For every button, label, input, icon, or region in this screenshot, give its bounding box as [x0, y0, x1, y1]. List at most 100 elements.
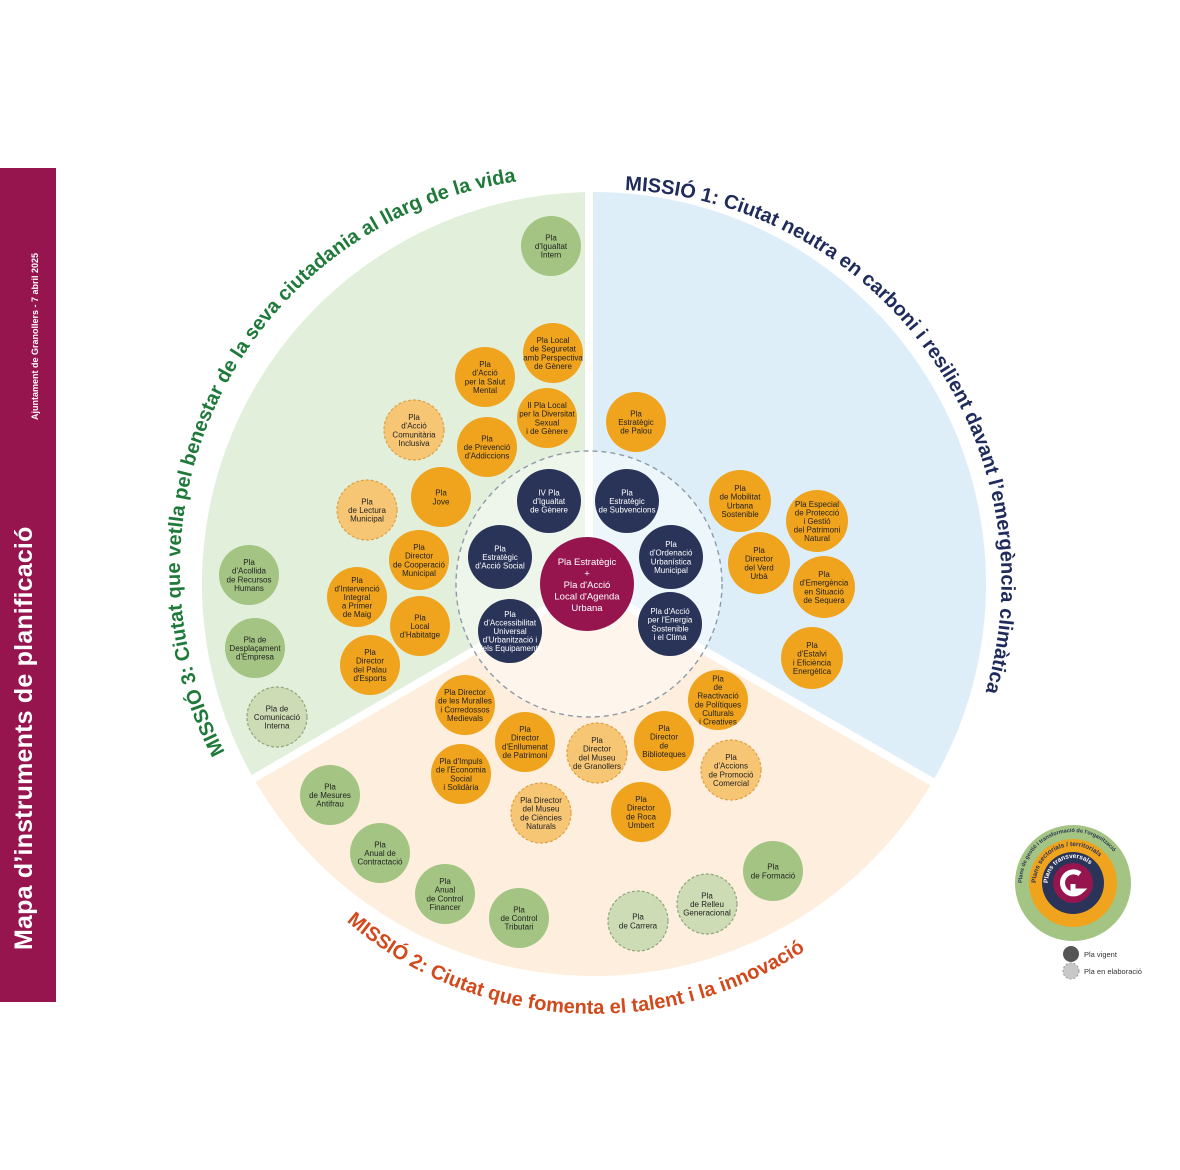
plan-circle — [709, 470, 771, 532]
plan-circle — [517, 469, 581, 533]
granollers-logo-icon — [1060, 869, 1088, 897]
legend-elaboracio-label: Pla en elaboració — [1084, 967, 1142, 976]
plan-circle — [246, 686, 308, 748]
plan-circle — [383, 399, 445, 461]
plan-circle — [634, 711, 694, 771]
plan-circle — [455, 347, 515, 407]
plan-circle — [390, 596, 450, 656]
plan-circle — [611, 782, 671, 842]
plan-circle — [225, 618, 285, 678]
plan-circle — [700, 739, 762, 801]
legend-center — [1053, 863, 1093, 903]
plan-circle — [468, 525, 532, 589]
plan-circle — [786, 490, 848, 552]
legend-elaboracio-swatch — [1062, 962, 1080, 980]
plan-circle — [793, 556, 855, 618]
plan-circle — [431, 744, 491, 804]
plan-circle — [415, 864, 475, 924]
plan-circle — [510, 782, 572, 844]
plan-circle — [435, 675, 495, 735]
plan-circle — [340, 635, 400, 695]
plan-circle — [606, 392, 666, 452]
plan-circle — [327, 567, 387, 627]
plan-circle — [781, 627, 843, 689]
sidebar-band — [0, 168, 56, 1002]
plan-circle — [728, 532, 790, 594]
plan-circle — [219, 545, 279, 605]
plan-circle — [521, 216, 581, 276]
plan-circle — [523, 323, 583, 383]
plan-circle — [336, 479, 398, 541]
legend-vigent-swatch — [1063, 946, 1079, 962]
plan-circle — [638, 592, 702, 656]
